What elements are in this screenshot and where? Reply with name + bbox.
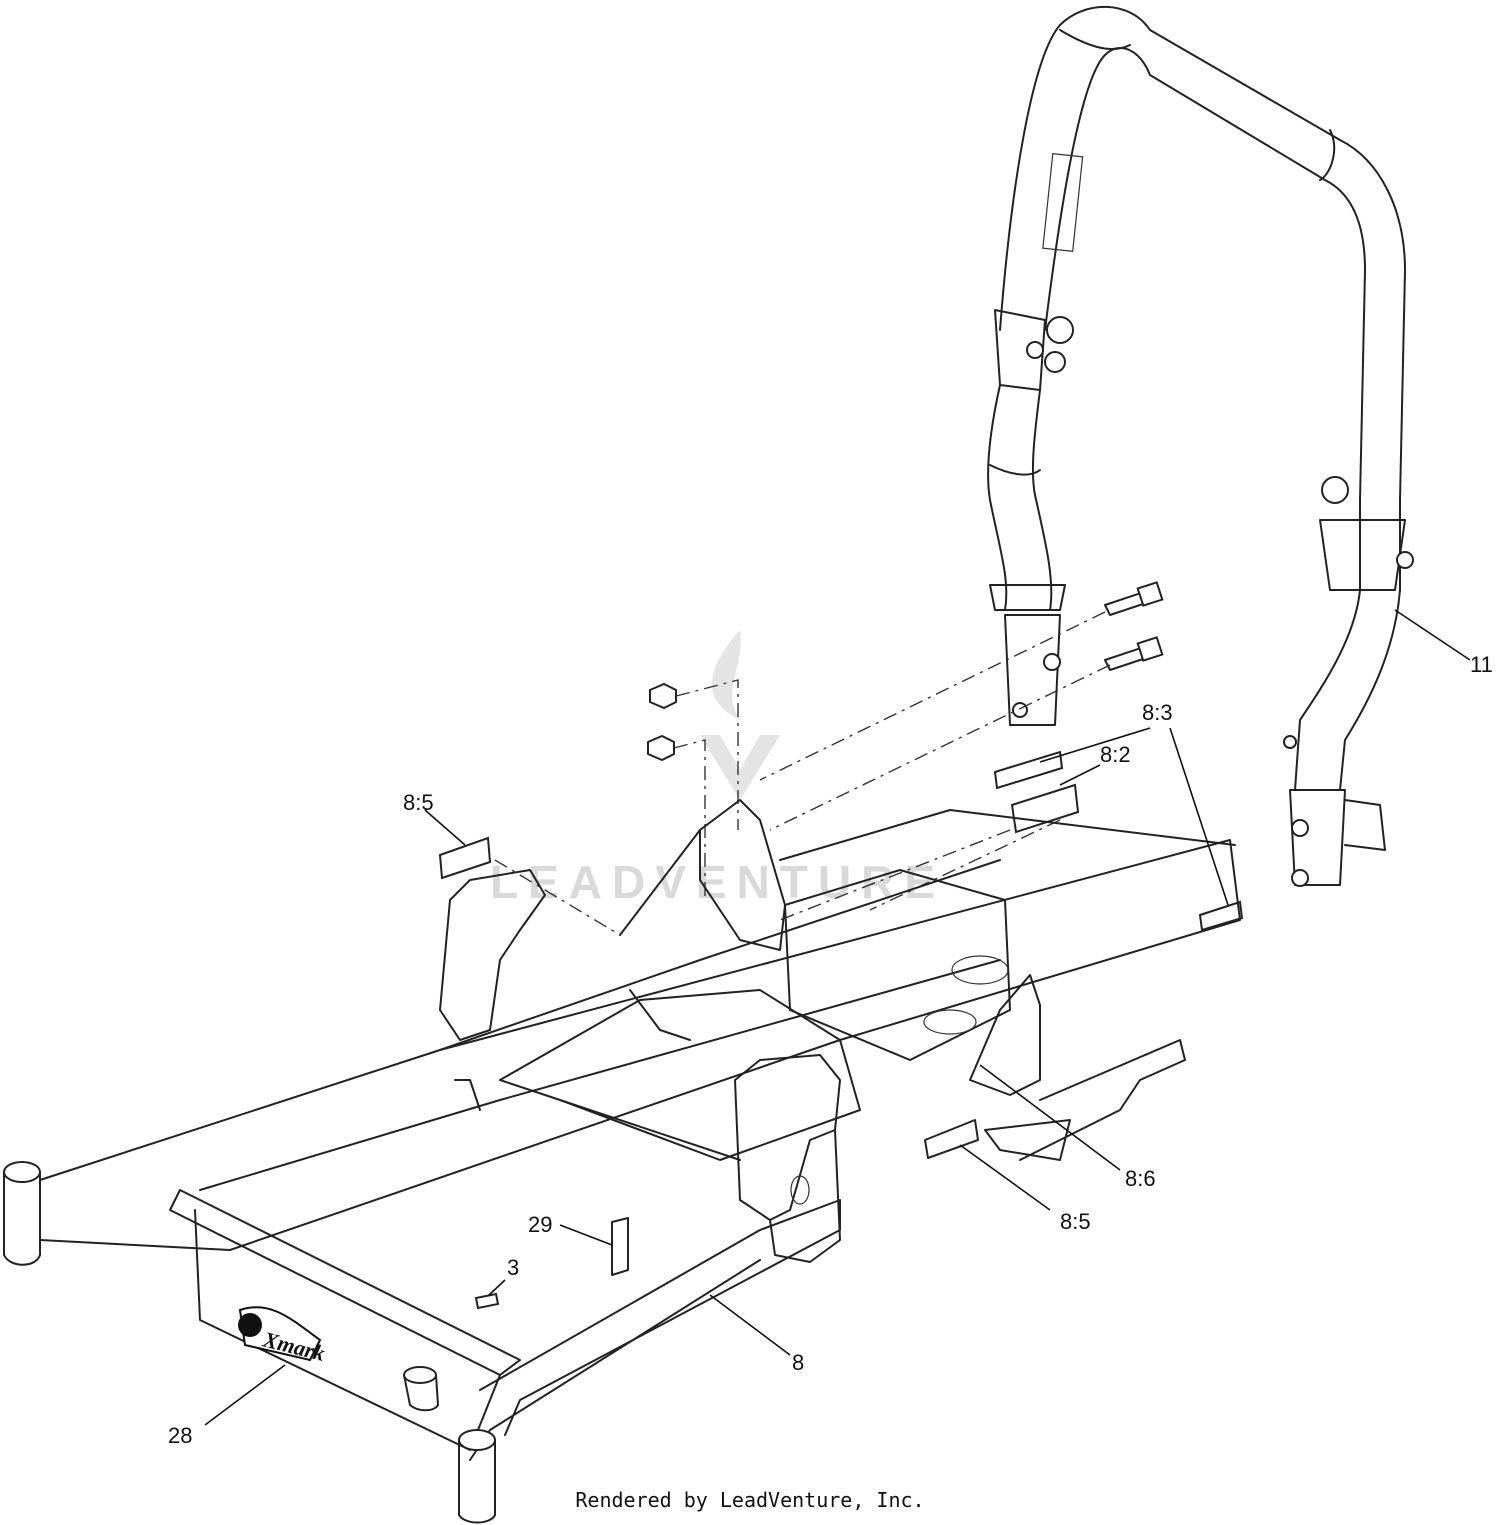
callout-8-5-right: 8:5 (1060, 1209, 1091, 1234)
callout-8-6: 8:6 (1125, 1166, 1156, 1191)
callout-8: 8 (792, 1350, 804, 1375)
watermark: LEADVENTURE (490, 630, 935, 908)
callout-8-3: 8:3 (1142, 700, 1173, 725)
callout-29: 29 (528, 1212, 552, 1237)
main-frame (3, 799, 1241, 1524)
hardware (647, 581, 1164, 762)
assembly-lines (469, 611, 1111, 936)
callouts: 11 8:3 8:2 8:5 8:6 8:5 29 3 8 28 (168, 652, 1493, 1448)
footer-credit: Rendered by LeadVenture, Inc. (575, 1488, 925, 1512)
leader-lines (204, 609, 1471, 1426)
callout-8-5-left: 8:5 (403, 790, 434, 815)
callout-28: 28 (168, 1423, 192, 1448)
callout-3: 3 (507, 1255, 519, 1280)
callout-11: 11 (1470, 652, 1493, 677)
callout-8-2: 8:2 (1100, 742, 1131, 767)
logo-text: Xmark (260, 1326, 328, 1366)
roll-bar (987, 5, 1414, 887)
xmark-logo: Xmark (238, 1306, 328, 1366)
